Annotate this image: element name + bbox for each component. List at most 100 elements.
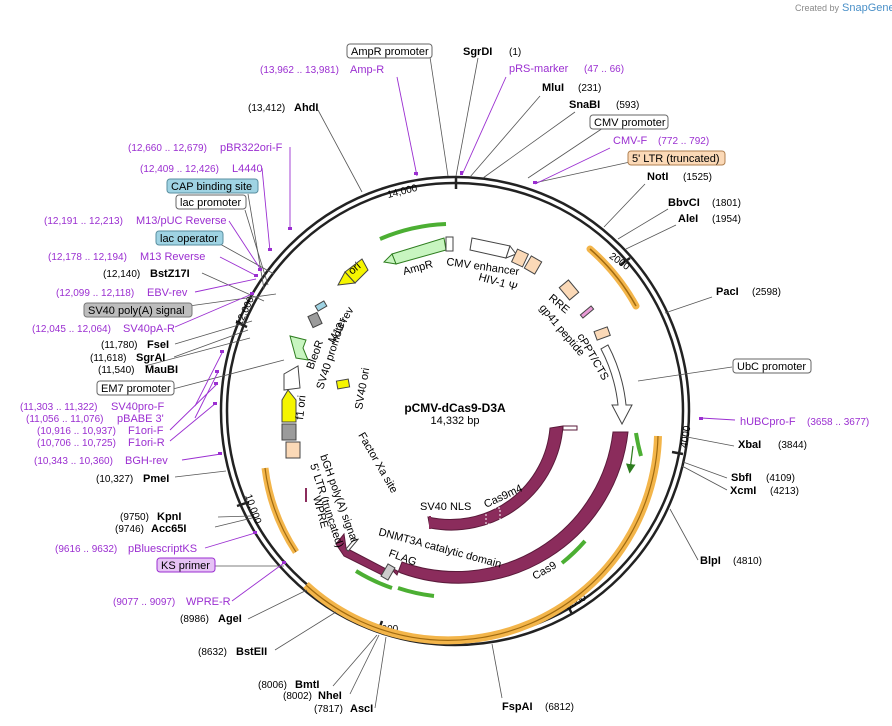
green-arrow-ampr-outer bbox=[379, 222, 447, 241]
site-mlui-pos: (231) bbox=[578, 83, 601, 94]
site-noti: NotI bbox=[647, 171, 668, 183]
feature-orange-wpre-inner bbox=[264, 467, 297, 553]
feature-f1-ori-arrow bbox=[281, 389, 297, 423]
primer-l4440-pos: (12,409 .. 12,426) bbox=[140, 164, 219, 175]
site-bsteii: BstEII bbox=[236, 646, 267, 658]
site-alei-pos: (1954) bbox=[712, 214, 741, 225]
site-xcmi-pos: (4213) bbox=[770, 486, 799, 497]
feature-cas9m4-start bbox=[562, 425, 578, 431]
site-fsei-pos: (11,780) bbox=[101, 340, 138, 351]
box-ltr5 bbox=[627, 150, 726, 166]
site-bstz17i: BstZ17I bbox=[150, 268, 190, 280]
feature-ampr-promoter-small bbox=[445, 236, 454, 252]
feature-rre bbox=[558, 279, 580, 301]
site-sbfi: SbfI bbox=[731, 472, 752, 484]
label-sv40-nls: SV40 NLS bbox=[420, 501, 471, 513]
site-fspai-pos: (6812) bbox=[545, 702, 574, 713]
feature-ori-arrowhead bbox=[337, 271, 357, 286]
feature-sv40-polya-small bbox=[307, 311, 323, 329]
site-maubi: MauBI bbox=[145, 364, 178, 376]
site-xbai-pos: (3844) bbox=[778, 440, 807, 451]
snapgene-logo: SnapGene bbox=[842, 2, 892, 14]
site-asci-pos: (7817) bbox=[314, 704, 343, 715]
feature-cas9m4-dashes bbox=[485, 507, 501, 525]
site-acc65i: Acc65I bbox=[151, 523, 186, 535]
box-lac-promoter-label: lac promoter bbox=[180, 197, 241, 209]
box-ampr-promoter bbox=[346, 43, 433, 59]
box-cmv-promoter bbox=[589, 114, 669, 130]
feature-hiv-psi bbox=[523, 255, 543, 275]
feature-flag-box bbox=[380, 563, 396, 581]
primer-f1ori-f-pos: (10,916 .. 10,937) bbox=[37, 426, 116, 437]
feature-ltr-small bbox=[510, 248, 530, 268]
box-ampr-promoter-label: AmpR promoter bbox=[351, 46, 429, 58]
primer-leader-lines bbox=[169, 76, 736, 602]
feature-orange-large-inner bbox=[305, 435, 659, 641]
box-sv40-polya bbox=[83, 302, 193, 318]
primer-amp-r-pos: (13,962 .. 13,981) bbox=[260, 65, 339, 76]
primer-prs-marker-pos: (47 .. 66) bbox=[584, 64, 624, 75]
site-bbvci-pos: (1801) bbox=[712, 198, 741, 209]
site-paci-pos: (2598) bbox=[752, 287, 781, 298]
site-fsei: FseI bbox=[147, 339, 169, 351]
site-sgrai-pos: (11,618) bbox=[90, 353, 127, 364]
primer-amp-r: Amp-R bbox=[350, 64, 384, 76]
site-agei-pos: (8986) bbox=[180, 614, 209, 625]
primer-m13-reverse-pos: (12,178 .. 12,194) bbox=[48, 252, 127, 263]
primer-pbabe3-pos: (11,056 .. 11,076) bbox=[26, 414, 103, 425]
feature-sv40-promoter-arrow bbox=[283, 365, 301, 391]
box-em7-promoter-label: EM7 promoter bbox=[101, 383, 171, 395]
box-ks-primer bbox=[156, 557, 216, 573]
site-blpi-pos: (4810) bbox=[733, 556, 762, 567]
primer-f1ori-r: F1ori-R bbox=[128, 437, 165, 449]
primer-f1ori-r-pos: (10,706 .. 10,725) bbox=[37, 438, 116, 449]
feature-ubc-promoter-arrow bbox=[600, 344, 633, 426]
primer-sv40pro-f: SV40pro-F bbox=[111, 401, 164, 413]
plasmid-size: 14,332 bp bbox=[431, 415, 480, 427]
box-lac-operator-label: lac operator bbox=[160, 233, 218, 245]
primer-sv40pro-f-pos: (11,303 .. 11,322) bbox=[20, 402, 97, 413]
site-sbfi-pos: (4109) bbox=[766, 473, 795, 484]
primer-prs-marker: pRS-marker bbox=[509, 63, 569, 75]
label-sv40-ori: SV40 ori bbox=[353, 367, 372, 411]
site-bbvci: BbvCI bbox=[668, 197, 700, 209]
feature-cas9m4-arrow bbox=[427, 425, 564, 531]
green-arrowhead-4000 bbox=[625, 445, 636, 474]
label-factor-xa: Factor Xa site bbox=[355, 431, 399, 496]
site-paci: PacI bbox=[716, 286, 739, 298]
site-xcmi: XcmI bbox=[730, 485, 756, 497]
feature-cmv-enhancer bbox=[469, 237, 511, 259]
feature-ampr-arrow bbox=[391, 237, 447, 265]
primer-cmv-f: CMV-F bbox=[613, 135, 648, 147]
box-ubc-promoter bbox=[732, 358, 812, 374]
site-bmti: BmtI bbox=[295, 679, 319, 691]
site-bstz17i-pos: (12,140) bbox=[103, 269, 140, 280]
site-kpni: KpnI bbox=[157, 511, 181, 523]
box-em7-promoter bbox=[96, 380, 175, 396]
feature-bgh-box bbox=[281, 423, 297, 441]
primer-ebv-rev-pos: (12,099 .. 12,118) bbox=[56, 288, 134, 299]
box-cap-site bbox=[166, 178, 259, 194]
tick-label-4000: 4000 bbox=[679, 425, 694, 449]
primer-m13puc-pos: (12,191 .. 12,213) bbox=[44, 216, 123, 227]
feature-ampr-arrowhead bbox=[382, 253, 397, 265]
tick-label-10000: 10,000 bbox=[242, 493, 263, 526]
primer-l4440: L4440 bbox=[232, 163, 263, 175]
box-lac-promoter bbox=[175, 194, 247, 210]
site-asci: AscI bbox=[350, 703, 373, 715]
feature-orange-2000-inner bbox=[589, 248, 637, 307]
feature-wpre-mark bbox=[305, 488, 307, 502]
feature-sv40-ori-box bbox=[335, 378, 351, 390]
site-ahdi: AhdI bbox=[294, 102, 318, 114]
feature-cppt bbox=[593, 326, 611, 341]
site-acc65i-pos: (9746) bbox=[115, 524, 144, 535]
feature-bleor-arrow bbox=[289, 335, 309, 361]
site-xbai: XbaI bbox=[738, 439, 761, 451]
site-blpi: BlpI bbox=[700, 555, 721, 567]
site-ahdi-pos: (13,412) bbox=[248, 103, 285, 114]
primer-sv40pa-r-pos: (12,045 .. 12,064) bbox=[32, 324, 111, 335]
plasmid-name: pCMV-dCas9-D3A bbox=[404, 401, 506, 415]
green-arrow-4000 bbox=[634, 432, 643, 457]
primer-pbr322ori-f-pos: (12,660 .. 12,679) bbox=[128, 143, 207, 154]
